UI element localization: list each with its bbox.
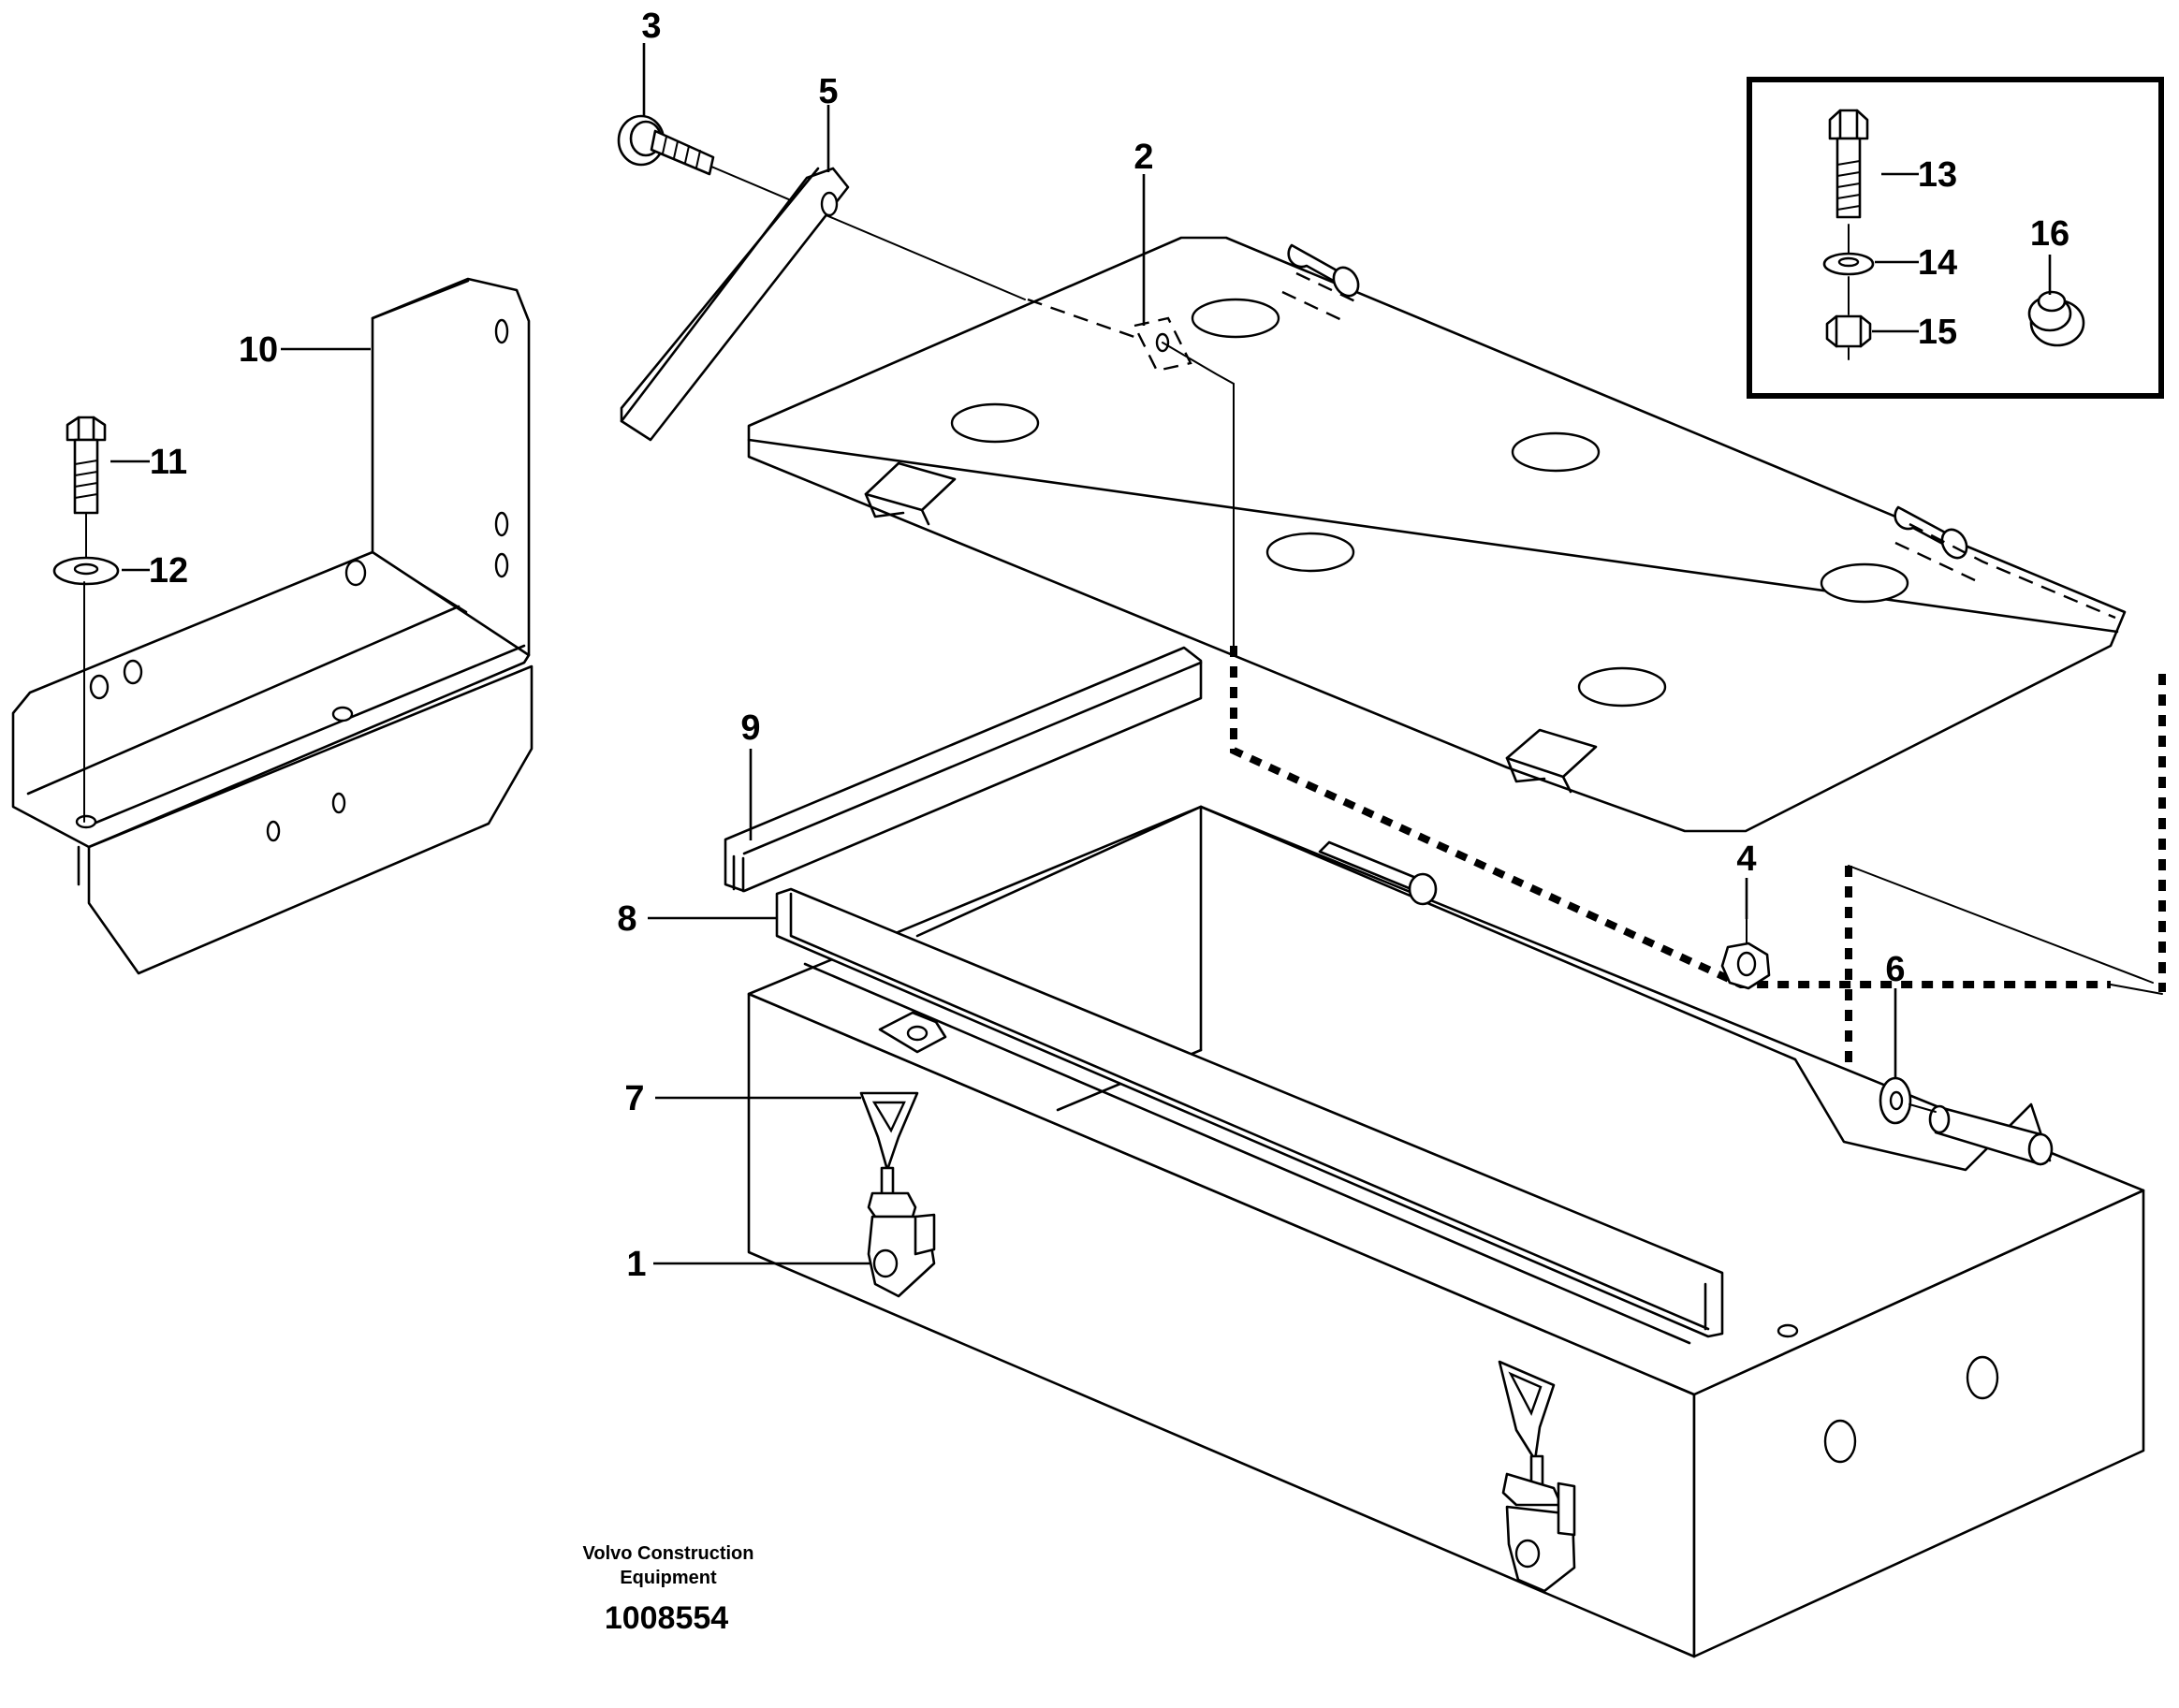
callout-1: 1 xyxy=(626,1245,646,1284)
callout-15: 15 xyxy=(1918,313,1957,352)
callout-13: 13 xyxy=(1918,155,1957,195)
company-name-line2: Equipment xyxy=(620,1568,717,1588)
strip-part-9 xyxy=(724,646,1203,893)
callout-6: 6 xyxy=(1885,950,1905,989)
hinge-pin xyxy=(1908,1103,2054,1166)
callout-7: 7 xyxy=(624,1079,644,1118)
drawing-number: 1008554 xyxy=(605,1600,728,1636)
callout-2: 2 xyxy=(1133,138,1153,177)
callout-5: 5 xyxy=(818,72,838,111)
lid-panel xyxy=(747,236,2127,833)
latch-left xyxy=(859,1091,936,1298)
callout-10: 10 xyxy=(239,330,278,370)
company-name-line1: Volvo Construction xyxy=(583,1543,754,1564)
callout-3: 3 xyxy=(641,7,661,46)
nut-part-4 xyxy=(1720,918,1771,990)
bolt-axis-line xyxy=(83,512,87,823)
bolt-part-3 xyxy=(617,114,1026,300)
washer-part-6 xyxy=(1879,1076,1912,1125)
storage-box xyxy=(747,805,2145,1658)
bolt-part-11 xyxy=(66,416,107,515)
plate-part-2 xyxy=(1027,298,1235,647)
callout-14: 14 xyxy=(1918,243,1957,283)
callout-12: 12 xyxy=(149,551,188,591)
callout-11: 11 xyxy=(150,443,187,482)
nut-part-15 xyxy=(1825,314,1872,348)
plug-part-16 xyxy=(2027,290,2085,347)
callout-16: 16 xyxy=(2030,214,2069,254)
leader-lines xyxy=(110,43,2052,1265)
bolt-part-13 xyxy=(1828,109,1869,219)
hatch-guide-left xyxy=(1230,646,2111,988)
callout-4: 4 xyxy=(1736,839,1756,879)
bracket-part-10 xyxy=(11,277,534,975)
callout-9: 9 xyxy=(740,708,760,748)
washer-part-14 xyxy=(1822,252,1875,276)
callout-8: 8 xyxy=(617,899,636,939)
washer-part-12 xyxy=(52,556,120,586)
guide-line xyxy=(1848,865,2163,995)
latch-right xyxy=(1498,1360,1576,1593)
inset-frame xyxy=(1747,77,2164,399)
strip-part-8 xyxy=(775,887,1724,1338)
